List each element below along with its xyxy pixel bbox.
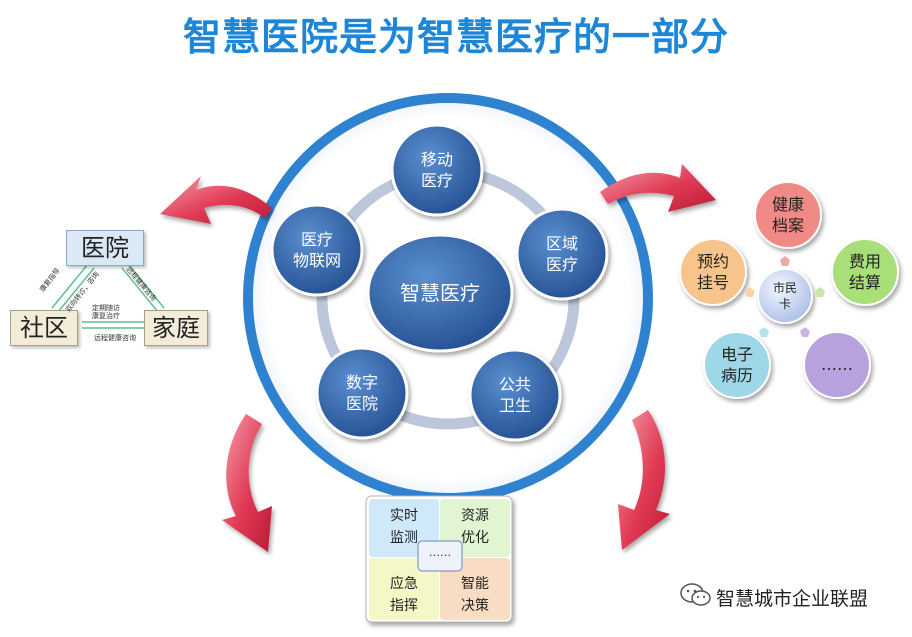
svg-text:医疗: 医疗 <box>421 171 453 190</box>
svg-text:公共: 公共 <box>499 375 531 394</box>
svg-text:医疗: 医疗 <box>546 255 578 274</box>
citizen-card-ball <box>757 268 813 324</box>
family-box: 家庭 <box>144 310 208 346</box>
svg-text:数字: 数字 <box>346 373 378 392</box>
node-digital: 数字 医院 <box>315 346 409 440</box>
quad-resource-optimize: 资源优化 <box>461 508 489 546</box>
watermark-text: 智慧城市企业联盟 <box>716 588 869 610</box>
svg-text:区域: 区域 <box>546 234 578 253</box>
quad-center-more: …… <box>429 546 451 559</box>
hospital-box: 医院 <box>66 230 144 266</box>
center-node-label: 智慧医疗 <box>400 281 480 305</box>
node-public: 公共 卫生 <box>468 348 562 442</box>
svg-text:费用: 费用 <box>849 252 881 271</box>
svg-text:电子: 电子 <box>721 345 753 364</box>
svg-text:移动: 移动 <box>421 150 453 169</box>
node-mobile: 移动 医疗 <box>390 123 484 217</box>
center-node <box>366 233 514 353</box>
label-rehab-treatment: 康复治疗 <box>92 312 120 320</box>
bottom-panel <box>365 495 513 623</box>
svg-text:健康: 健康 <box>772 195 804 214</box>
wechat-icon <box>680 583 711 606</box>
ball-fee-settlement <box>831 238 899 306</box>
ball-more <box>803 331 871 399</box>
quad-realtime-monitor: 实时监测 <box>390 508 418 546</box>
svg-text:医院: 医院 <box>346 394 378 413</box>
arrow-to-right-panel <box>600 164 716 212</box>
svg-text:市民: 市民 <box>773 280 797 295</box>
arrow-to-left-panel <box>160 176 272 224</box>
ball-appointment <box>679 238 747 306</box>
ball-emr <box>703 331 771 399</box>
quad-emergency-command: 应急指挥 <box>390 576 418 614</box>
svg-text:……: …… <box>821 355 853 374</box>
label-remote-consult-bottom: 远程健康咨询 <box>94 334 136 342</box>
svg-text:卡: 卡 <box>779 297 791 311</box>
svg-text:物联网: 物联网 <box>293 251 341 270</box>
label-regular-followup: 定期随访 <box>92 304 120 312</box>
community-box: 社区 <box>10 310 78 346</box>
svg-text:挂号: 挂号 <box>697 273 729 292</box>
node-iot: 医疗 物联网 <box>270 203 364 297</box>
node-regional: 区域 医疗 <box>515 207 609 301</box>
arrow-bottom-left <box>222 414 272 552</box>
right-panel: 市民 卡 健康 档案 费用 结算 …… 电子 病历 预约 挂号 <box>679 181 899 399</box>
arrow-bottom-right <box>618 410 670 550</box>
quad-smart-decision: 智能决策 <box>461 576 489 614</box>
svg-text:档案: 档案 <box>772 216 804 235</box>
svg-text:病历: 病历 <box>721 366 753 385</box>
left-panel-connectors <box>51 263 165 329</box>
svg-text:预约: 预约 <box>697 252 729 271</box>
ball-health-record <box>754 181 822 249</box>
svg-text:卫生: 卫生 <box>499 396 531 415</box>
page-title: 智慧医院是为智慧医疗的一部分 <box>182 15 729 59</box>
svg-text:结算: 结算 <box>849 273 881 292</box>
svg-text:医疗: 医疗 <box>301 230 333 249</box>
